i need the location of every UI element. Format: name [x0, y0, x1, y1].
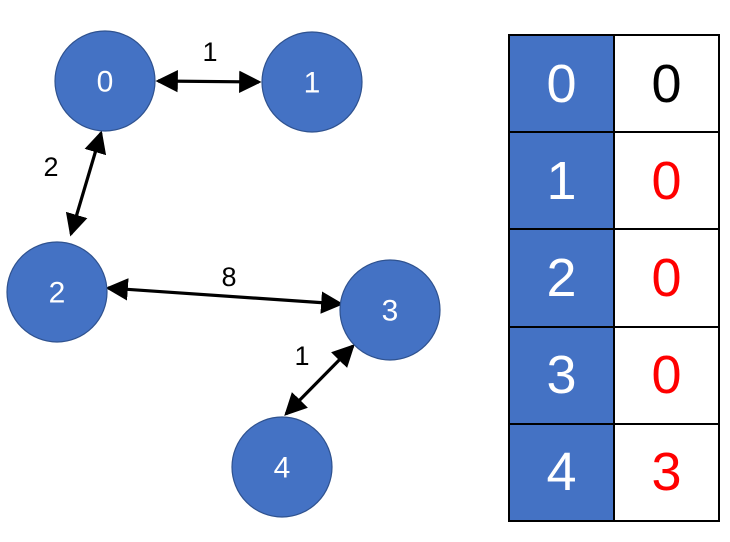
- edge-group: [65, 69, 355, 416]
- node-4-label: 4: [274, 452, 291, 485]
- node-3[interactable]: 3: [339, 259, 441, 361]
- node-3-label: 3: [382, 295, 399, 328]
- distance-table: 0 0 1 0 2 0 3 0 4 3: [508, 33, 720, 522]
- table-row: 1 0: [508, 131, 720, 231]
- edge-weight-3-2: 8: [221, 262, 236, 292]
- graph-panel: 0 1 2 3 4: [6, 30, 441, 518]
- node-1-label: 1: [304, 67, 321, 100]
- node-2-circle[interactable]: [6, 241, 108, 343]
- table-row-index: 2: [508, 228, 615, 328]
- node-1-circle[interactable]: [261, 31, 363, 133]
- node-0[interactable]: 0: [54, 30, 156, 132]
- node-2[interactable]: 2: [6, 241, 108, 343]
- table-row-value: 0: [613, 325, 720, 425]
- table-row-value: 0: [613, 131, 720, 231]
- edge-0-1: [155, 69, 262, 94]
- table-row-index: 4: [508, 422, 615, 522]
- table-row-value: 0: [613, 33, 720, 134]
- edge-2-0: [65, 130, 107, 237]
- node-4-circle[interactable]: [231, 416, 333, 518]
- edge-4-3: [284, 344, 355, 416]
- table-row-index: 1: [508, 131, 615, 231]
- edge-weight-2-0: 2: [43, 152, 58, 182]
- table-row: 2 0: [508, 228, 720, 328]
- node-1[interactable]: 1: [261, 31, 363, 133]
- table-row: 0 0: [508, 33, 720, 134]
- graph-canvas: 0 1 2 3 4: [6, 30, 441, 518]
- table-row-value: 0: [613, 228, 720, 328]
- table-row: 4 3: [508, 422, 720, 522]
- node-3-circle[interactable]: [339, 259, 441, 361]
- edge-weight-4-3: 1: [294, 341, 309, 371]
- node-2-label: 2: [49, 277, 66, 310]
- table-row-index: 0: [508, 33, 615, 134]
- node-0-circle[interactable]: [54, 30, 156, 132]
- edge-3-2: [105, 278, 344, 314]
- node-group: 0 1 2 3 4: [6, 30, 441, 518]
- node-0-label: 0: [97, 66, 114, 99]
- edge-label-group: 1 2 8 1: [43, 37, 309, 371]
- node-4[interactable]: 4: [231, 416, 333, 518]
- table-row-index: 3: [508, 325, 615, 425]
- edge-weight-0-1: 1: [202, 37, 217, 67]
- table-row: 3 0: [508, 325, 720, 425]
- table-row-value: 3: [613, 422, 720, 522]
